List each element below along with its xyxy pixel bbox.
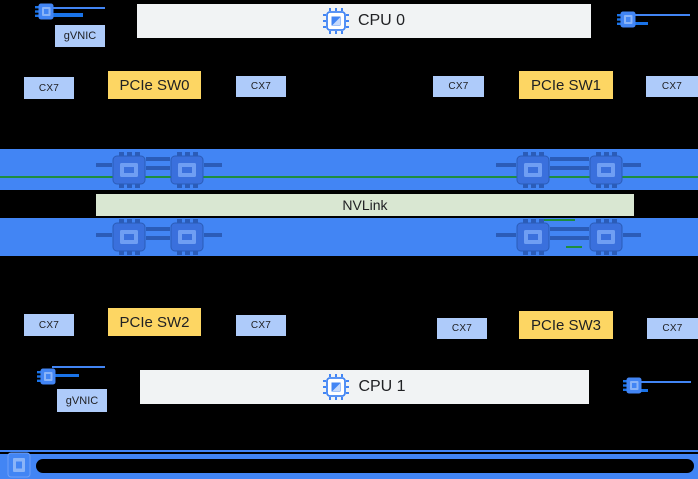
network-uplink-line — [52, 366, 105, 368]
cx7-nic-box: CX7 — [236, 76, 286, 97]
nic-chip-icon — [37, 368, 56, 385]
gpu-link-dash — [204, 163, 222, 167]
network-rail-line — [0, 450, 698, 452]
network-uplink-line — [639, 381, 691, 383]
nic-chip-icon — [617, 11, 636, 28]
gpu-link-dash — [623, 233, 641, 237]
cx7-label: CX7 — [662, 323, 683, 334]
cx7-label: CX7 — [250, 81, 272, 92]
cx7-label: CX7 — [451, 323, 473, 334]
pcie-switch-label: PCIe SW0 — [119, 76, 190, 94]
cx7-nic-box: CX7 — [646, 76, 698, 97]
gpu-link-dash — [146, 227, 170, 231]
pcie-switch-label: PCIe SW3 — [530, 316, 602, 334]
gpu-chip-icon — [589, 152, 623, 188]
nic-chip-icon — [4, 452, 34, 478]
cpu-chip-icon — [323, 374, 350, 400]
gpu-chip-icon — [112, 152, 146, 188]
cpu0-label: CPU 0 — [357, 12, 406, 29]
cx7-label: CX7 — [250, 320, 272, 331]
pcie-switch-box: PCIe SW1 — [519, 71, 613, 99]
pcie-bus-mark — [566, 246, 582, 248]
pcie-switch-label: PCIe SW2 — [119, 313, 190, 331]
cpu1-label: CPU 1 — [358, 378, 406, 395]
gpu-link-dash — [550, 227, 589, 231]
gpu-link-dash — [623, 163, 641, 167]
nic-chip-icon — [35, 3, 54, 20]
gpu-link-dash — [496, 233, 516, 237]
gpu-link-dash — [96, 233, 112, 237]
gpu-link-dash — [146, 236, 170, 240]
cx7-nic-box: CX7 — [24, 314, 74, 336]
network-uplink-line — [627, 22, 648, 25]
gvnic-box: gVNIC — [57, 389, 107, 412]
gpu-chip-icon — [170, 152, 204, 188]
gvnic-label: gVNIC — [65, 394, 99, 407]
cx7-nic-box: CX7 — [24, 77, 74, 99]
gpu-chip-icon — [112, 219, 146, 255]
gpu-link-dash — [550, 236, 589, 240]
cx7-nic-box: CX7 — [647, 318, 698, 339]
cx7-nic-box: CX7 — [433, 76, 484, 97]
nic-chip-icon — [623, 377, 642, 394]
gvnic-label: gVNIC — [63, 30, 97, 42]
network-uplink-line — [633, 14, 690, 16]
gpu-chip-icon — [516, 152, 550, 188]
gvnic-box: gVNIC — [55, 25, 105, 47]
gpu-link-dash — [550, 166, 589, 170]
gpu-chip-icon — [170, 219, 204, 255]
pcie-switch-box: PCIe SW2 — [108, 308, 201, 336]
gpu-chip-icon — [589, 219, 623, 255]
pcie-switch-label: PCIe SW1 — [530, 76, 602, 94]
pcie-bus-mark — [543, 219, 575, 221]
cx7-nic-box: CX7 — [437, 318, 487, 339]
cpu0-bar: CPU 0 — [137, 4, 591, 38]
network-uplink-line — [52, 13, 83, 17]
pcie-bus-line — [0, 176, 698, 178]
network-uplink-line — [52, 374, 79, 377]
nvlink-bar: NVLink — [96, 194, 634, 216]
cpu-chip-icon — [322, 8, 349, 34]
pcie-switch-box: PCIe SW3 — [519, 311, 613, 339]
cx7-label: CX7 — [448, 81, 469, 92]
gpu-chip-icon — [516, 219, 550, 255]
cx7-nic-box: CX7 — [236, 315, 286, 336]
gpu-link-dash — [146, 157, 170, 161]
gpu-link-dash — [550, 157, 589, 161]
gpu-link-dash — [496, 163, 516, 167]
network-uplink-line — [52, 7, 105, 9]
cx7-label: CX7 — [38, 319, 60, 331]
network-rail-pill — [36, 459, 694, 473]
gpu-link-dash — [204, 233, 222, 237]
cpu1-bar: CPU 1 — [140, 370, 589, 404]
gpu-link-dash — [146, 166, 170, 170]
gpu-link-dash — [96, 163, 112, 167]
pcie-switch-box: PCIe SW0 — [108, 71, 201, 99]
cx7-label: CX7 — [661, 81, 683, 92]
nvlink-label: NVLink — [342, 197, 388, 213]
cx7-label: CX7 — [38, 82, 60, 94]
